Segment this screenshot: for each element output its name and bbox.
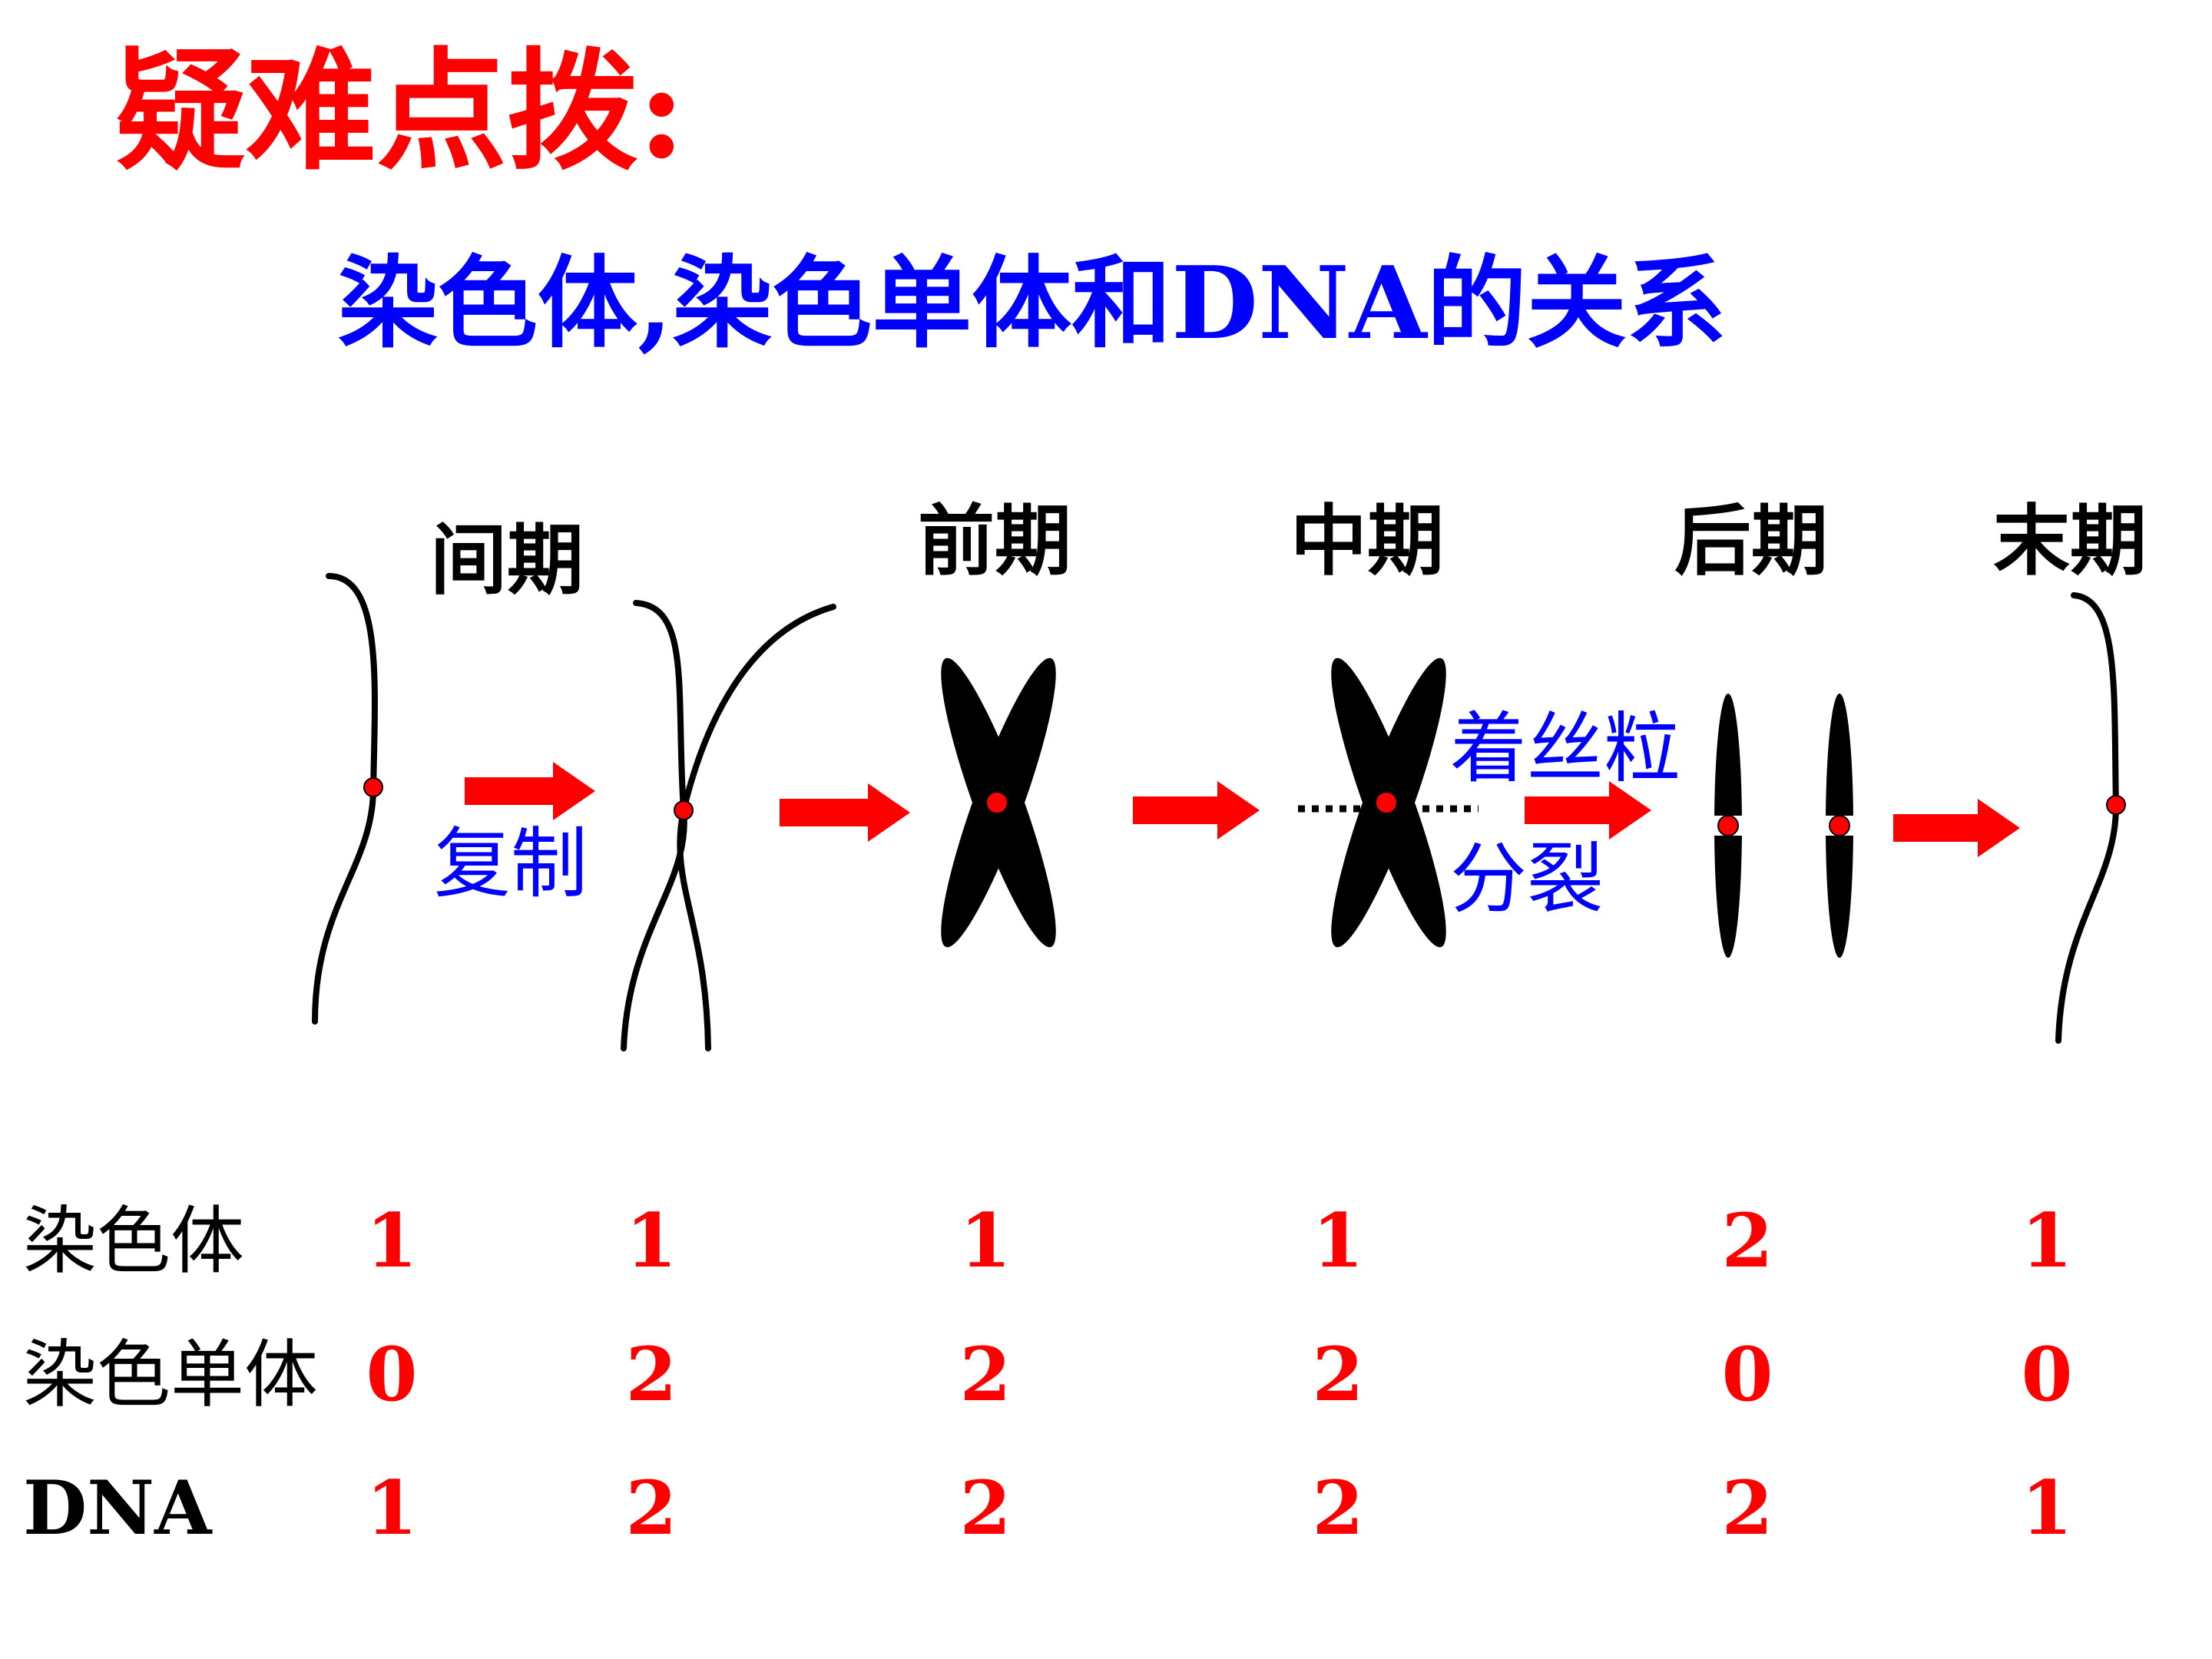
- chromosome-interphase-start: [312, 573, 383, 1025]
- count-value: 1: [1312, 1197, 1364, 1284]
- phase-label-metaphase: 中期: [1290, 496, 1444, 586]
- centromere-icon: [1717, 815, 1739, 836]
- count-value: 2: [1312, 1465, 1364, 1551]
- arrow-icon-1: [465, 762, 595, 820]
- count-value: 2: [1312, 1331, 1364, 1418]
- centromere-label: 着丝粒: [1450, 704, 1681, 793]
- row-label-dna: DNA: [23, 1465, 212, 1551]
- count-value: 2: [959, 1465, 1012, 1551]
- centromere-icon: [1375, 791, 1398, 814]
- count-value: 2: [625, 1465, 677, 1551]
- count-value: 2: [959, 1331, 1012, 1418]
- centromere-icon: [1829, 815, 1850, 836]
- count-value: 0: [1721, 1331, 1773, 1418]
- row-label-chromatid: 染色单体: [23, 1332, 318, 1418]
- count-value: 1: [2021, 1465, 2073, 1551]
- replication-label: 复制: [434, 819, 588, 909]
- centromere-icon: [674, 800, 694, 820]
- count-value: 0: [366, 1331, 418, 1418]
- chromosome-anaphase-right: [1823, 694, 1856, 958]
- count-value: 2: [625, 1331, 677, 1418]
- subtitle: 染色体,染色单体和DNA的关系: [338, 244, 1727, 362]
- centromere-icon: [363, 777, 383, 797]
- arrow-icon-5: [1893, 799, 2020, 857]
- phase-label-prophase: 前期: [918, 496, 1071, 586]
- centromere-icon: [985, 791, 1008, 814]
- centromere-icon: [2106, 795, 2126, 815]
- count-value: 1: [366, 1197, 418, 1284]
- count-value: 2: [1721, 1465, 1773, 1551]
- heading: 疑难点拨:: [115, 35, 686, 188]
- count-value: 1: [959, 1197, 1012, 1284]
- row-label-chromosome: 染色体: [23, 1198, 244, 1284]
- chromosome-metaphase: [1298, 657, 1479, 948]
- chromosome-telophase: [2055, 592, 2126, 1044]
- split-label: 分裂: [1450, 834, 1604, 924]
- phase-label-telophase: 末期: [1993, 496, 2147, 586]
- count-value: 1: [625, 1197, 677, 1284]
- arrow-icon-3: [1133, 781, 1260, 839]
- count-value: 1: [2021, 1197, 2073, 1284]
- count-value: 1: [366, 1465, 418, 1551]
- chromosome-cycle-diagram: [312, 573, 2126, 1051]
- chromosome-prophase: [941, 657, 1056, 948]
- arrow-icon-2: [780, 783, 910, 842]
- phase-label-anaphase: 后期: [1674, 496, 1828, 586]
- phase-label-interphase: 间期: [430, 515, 584, 605]
- arrow-icon-4: [1525, 781, 1651, 839]
- count-value: 0: [2021, 1331, 2073, 1418]
- count-value: 2: [1721, 1197, 1773, 1284]
- chromosome-anaphase-left: [1711, 694, 1745, 958]
- chromosome-interphase-replicated: [621, 600, 836, 1051]
